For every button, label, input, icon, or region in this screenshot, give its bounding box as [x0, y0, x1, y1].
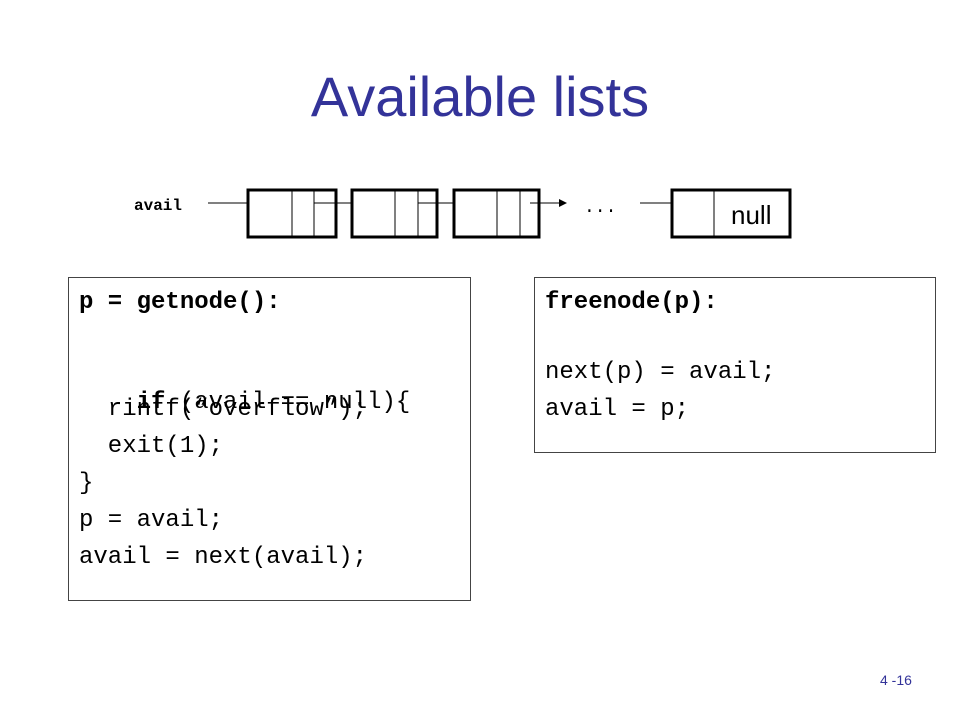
freenode-code-box: freenode(p): next(p) = avail; avail = p; [534, 277, 936, 453]
code-line: exit(1); [79, 433, 224, 460]
code-line: if (avail == null){ [79, 358, 411, 448]
list-node-2 [350, 188, 439, 239]
slide-title: Available lists [310, 65, 650, 128]
code-line: next(p) = avail; [545, 359, 776, 386]
getnode-heading: p = getnode(): [79, 289, 281, 316]
null-label: null [731, 200, 771, 230]
code-line: p = avail; [79, 507, 224, 534]
getnode-code-box: p = getnode(): if (avail == null){ rintf… [68, 277, 471, 601]
code-keyword-if: if [136, 389, 166, 416]
list-node-1 [246, 188, 338, 239]
list-node-last [670, 188, 792, 239]
avail-head-label: avail [134, 197, 182, 215]
code-line: } [79, 470, 94, 497]
page-number: 4 -16 [880, 672, 912, 688]
freenode-heading: freenode(p): [545, 289, 718, 316]
code-line: avail = next(avail); [79, 544, 368, 571]
linked-list-diagram: avail ... null [134, 188, 792, 239]
code-line: avail = p; [545, 396, 690, 423]
ellipsis: ... [584, 198, 616, 218]
code-line: rintf(“overflow”); [79, 396, 368, 423]
code-text: (avail == null){ [165, 389, 411, 416]
list-node-3 [452, 188, 541, 239]
